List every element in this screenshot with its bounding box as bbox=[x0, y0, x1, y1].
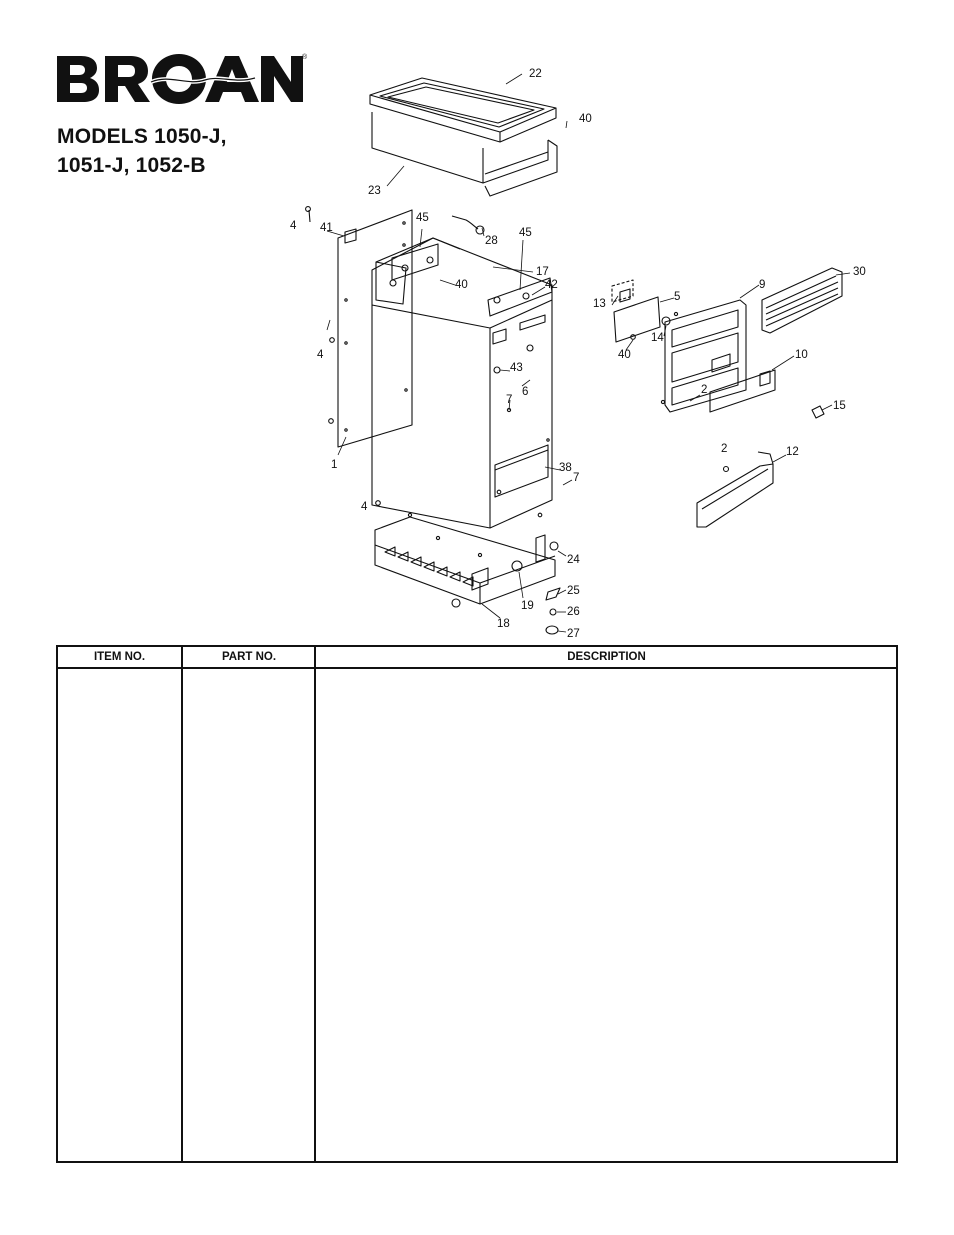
part-18-base-pan bbox=[374, 500, 559, 608]
parts-table: ITEM NO. PART NO. DESCRIPTION bbox=[56, 645, 898, 1163]
callout: 12 bbox=[786, 446, 799, 458]
column-header-part-no: PART NO. bbox=[221, 651, 277, 663]
part-41-bracket bbox=[305, 206, 357, 244]
callout: 4 bbox=[290, 220, 297, 232]
callout: 17 bbox=[536, 266, 549, 278]
callout: 27 bbox=[567, 628, 580, 640]
callout: 26 bbox=[567, 606, 580, 618]
callout: 10 bbox=[795, 349, 808, 361]
part-12-bracket bbox=[696, 451, 774, 528]
callout: 5 bbox=[674, 291, 680, 303]
callout: 14 bbox=[651, 332, 664, 344]
callout: 41 bbox=[320, 222, 333, 234]
callout: 7 bbox=[573, 472, 579, 484]
callout: 38 bbox=[559, 462, 572, 474]
callout: 1 bbox=[331, 459, 337, 471]
callout: 45 bbox=[416, 212, 429, 224]
callout: 19 bbox=[521, 600, 534, 612]
callout: 4 bbox=[317, 349, 324, 361]
part-10-plate bbox=[709, 369, 776, 413]
part-28-cord bbox=[451, 215, 485, 235]
part-15-knob bbox=[811, 405, 825, 419]
broan-logo bbox=[57, 54, 303, 104]
column-header-item-no: ITEM NO. bbox=[93, 651, 146, 663]
part-1-side-panel bbox=[328, 209, 413, 448]
callout: 43 bbox=[510, 362, 523, 374]
callout: 24 bbox=[567, 554, 580, 566]
callout: 45 bbox=[519, 227, 532, 239]
callout: 40 bbox=[579, 113, 592, 125]
callout: 40 bbox=[618, 349, 631, 361]
callout-labels: 22 40 23 4 41 45 28 45 17 40 42 30 9 13 … bbox=[290, 68, 866, 640]
callout: 4 bbox=[361, 501, 368, 513]
leader-lines bbox=[326, 73, 851, 633]
part-22-top-grille bbox=[369, 77, 557, 143]
callout: 9 bbox=[759, 279, 765, 291]
callout: 7 bbox=[506, 394, 512, 406]
exploded-parts-diagram: 22 40 23 4 41 45 28 45 17 40 42 30 9 13 … bbox=[290, 68, 866, 640]
part-9-front-panel bbox=[660, 299, 747, 413]
callout: 2 bbox=[701, 384, 707, 396]
callout: 42 bbox=[545, 279, 558, 291]
part-30-trim-strip bbox=[761, 267, 843, 334]
column-divider bbox=[314, 647, 316, 1161]
callout: 2 bbox=[721, 443, 727, 455]
callout: 13 bbox=[593, 298, 606, 310]
parts-table-header: ITEM NO. PART NO. DESCRIPTION bbox=[58, 647, 896, 669]
part-23-hood-box bbox=[371, 112, 558, 197]
model-title: MODELS 1050-J, 1051-J, 1052-B bbox=[57, 122, 227, 180]
callout: 23 bbox=[368, 185, 381, 197]
registered-mark: ® bbox=[302, 54, 308, 61]
column-header-description: DESCRIPTION bbox=[567, 651, 646, 663]
model-title-line-1: MODELS 1050-J, bbox=[57, 125, 227, 148]
part-13-switch-bracket bbox=[611, 279, 679, 343]
callout: 18 bbox=[497, 618, 510, 630]
callout: 28 bbox=[485, 235, 498, 247]
callout: 40 bbox=[455, 279, 468, 291]
callout: 6 bbox=[522, 386, 528, 398]
callout: 25 bbox=[567, 585, 580, 597]
callout: 30 bbox=[853, 266, 866, 278]
cabinet-body bbox=[371, 237, 553, 529]
hardware-24-27 bbox=[545, 587, 561, 635]
callout: 15 bbox=[833, 400, 846, 412]
column-divider bbox=[181, 647, 183, 1161]
model-title-line-2: 1051-J, 1052-B bbox=[57, 154, 206, 177]
parts-table-body bbox=[58, 669, 896, 1161]
callout: 22 bbox=[529, 68, 542, 80]
